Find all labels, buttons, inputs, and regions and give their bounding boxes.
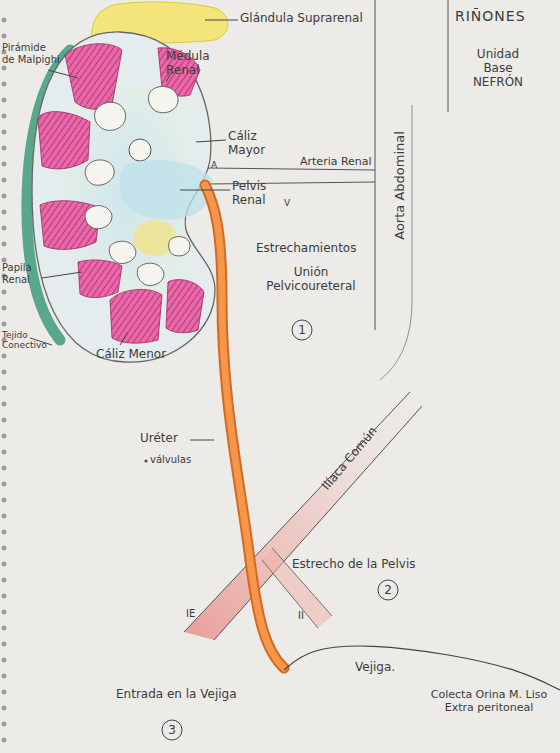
- bladder-shape: Vejiga. Colecta Orina M. Liso Extra perit…: [280, 640, 560, 753]
- callout-number: 1: [298, 323, 306, 337]
- callout-number: 3: [161, 719, 183, 741]
- callout-number: 2: [377, 579, 399, 601]
- vessel-label: Arteria Renal: [300, 156, 380, 169]
- part-label: Cáliz Mayor: [228, 130, 278, 158]
- note-text: válvulas: [150, 454, 220, 466]
- vessel-label: IE: [186, 608, 210, 620]
- vessel-letter: A: [211, 160, 225, 170]
- page-title: RIÑONES: [455, 8, 526, 24]
- part-label: Tejido Conectivo: [2, 330, 54, 351]
- vessel-label: II: [298, 610, 322, 622]
- callout-number: 3: [168, 723, 176, 737]
- vessel-label: Aorta Abdominal: [393, 130, 408, 240]
- organ-label: Glándula Suprarenal: [240, 12, 380, 26]
- vessel-letter: V: [284, 198, 298, 208]
- part-label: Papila Renal: [2, 262, 46, 285]
- note-text: Unidad Base NEFRÓN: [462, 48, 534, 89]
- callout-number: 2: [384, 583, 392, 597]
- part-label: Pelvis Renal: [232, 180, 282, 208]
- part-label: Cáliz Menor: [96, 348, 186, 362]
- note-text: Estrechamientos: [256, 242, 376, 256]
- note-text: Entrada en la Vejiga: [116, 688, 296, 702]
- part-label: Pirámide de Malpighi: [2, 42, 60, 65]
- part-label: Médula Renal: [166, 50, 226, 78]
- callout-number: 1: [291, 319, 313, 341]
- note-text: Unión Pelvicoureteral: [256, 266, 366, 294]
- note-text: Estrecho de la Pelvis: [292, 558, 462, 572]
- part-label: Uréter: [140, 432, 190, 446]
- node-text: Vejiga.: [355, 660, 425, 674]
- node-text: Colecta Orina M. Liso Extra peritoneal: [430, 688, 548, 714]
